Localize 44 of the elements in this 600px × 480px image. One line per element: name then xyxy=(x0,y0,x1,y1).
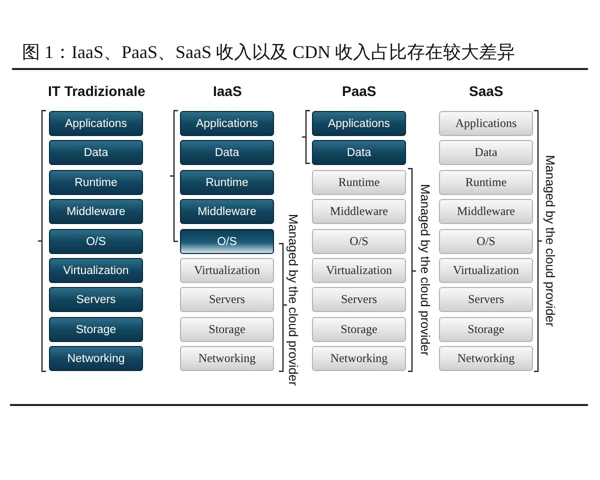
layer-box: O/S xyxy=(49,229,143,254)
side-label: Managed by the cloud provider xyxy=(285,214,300,386)
layer-box: Storage xyxy=(439,317,533,342)
layer-box: Runtime xyxy=(439,170,533,195)
column-heading: PaaS xyxy=(342,83,376,100)
layer-box: Networking xyxy=(49,346,143,371)
side-label: Managed by the cloud provider xyxy=(417,184,432,356)
layer-box: Servers xyxy=(312,287,406,312)
column-heading: IT Tradizionale xyxy=(48,83,146,100)
layer-box: Applications xyxy=(312,111,406,136)
layer-box: Data xyxy=(49,140,143,165)
layer-box: Servers xyxy=(49,287,143,312)
layer-box: Networking xyxy=(439,346,533,371)
layer-box: Servers xyxy=(180,287,274,312)
layer-box: O/S xyxy=(180,229,274,254)
layer-box: Virtualization xyxy=(49,258,143,283)
layer-box: Runtime xyxy=(180,170,274,195)
layer-box: Data xyxy=(439,140,533,165)
layer-box: Networking xyxy=(312,346,406,371)
layer-box: Middleware xyxy=(49,199,143,224)
layer-box: Applications xyxy=(439,111,533,136)
layer-box: Virtualization xyxy=(312,258,406,283)
side-label: Managed by the cloud provider xyxy=(542,155,557,327)
layer-box: Data xyxy=(180,140,274,165)
layer-box: Middleware xyxy=(312,199,406,224)
layer-box: Networking xyxy=(180,346,274,371)
column-heading: SaaS xyxy=(469,83,504,100)
layer-box: Data xyxy=(312,140,406,165)
layer-box: Runtime xyxy=(312,170,406,195)
layer-box: O/S xyxy=(439,229,533,254)
title: 图 1：IaaS、PaaS、SaaS 收入以及 CDN 收入占比存在较大差异 xyxy=(22,41,515,63)
layer-box: Servers xyxy=(439,287,533,312)
layer-box: Storage xyxy=(312,317,406,342)
layer-box: Storage xyxy=(180,317,274,342)
layer-box: Middleware xyxy=(439,199,533,224)
layer-box: Storage xyxy=(49,317,143,342)
layer-box: Applications xyxy=(49,111,143,136)
layer-box: O/S xyxy=(312,229,406,254)
layer-box: Runtime xyxy=(49,170,143,195)
column-heading: IaaS xyxy=(213,83,242,100)
layer-box: Virtualization xyxy=(180,258,274,283)
layer-box: Virtualization xyxy=(439,258,533,283)
layer-box: Middleware xyxy=(180,199,274,224)
layer-box: Applications xyxy=(180,111,274,136)
